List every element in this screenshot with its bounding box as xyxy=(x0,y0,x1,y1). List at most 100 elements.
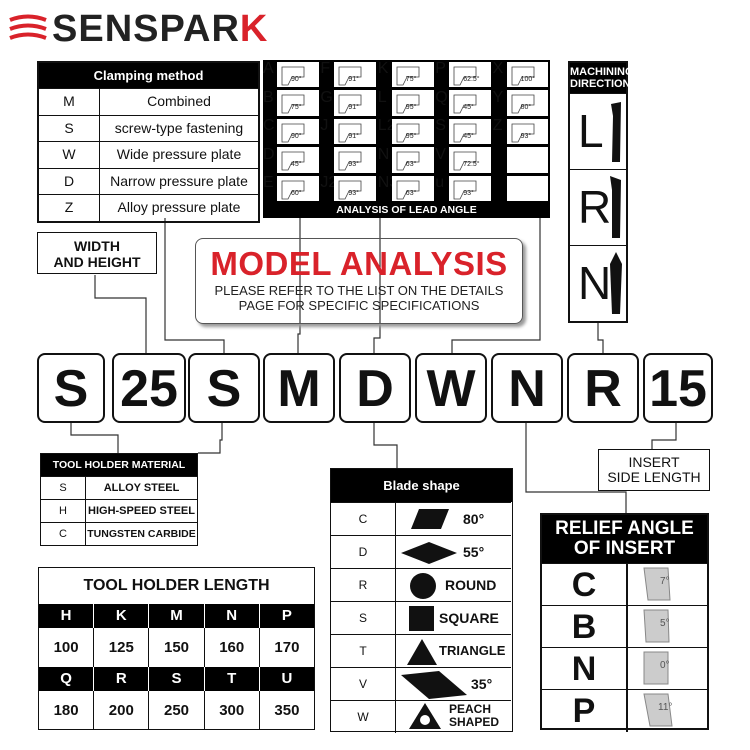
tool-outline-icon xyxy=(453,123,477,143)
lead-angle-value: 63° xyxy=(405,189,417,197)
code-box-material: S xyxy=(37,353,105,423)
tool-outline-icon xyxy=(396,66,420,85)
rhombus-35-icon xyxy=(401,671,467,699)
tool-outline-icon xyxy=(281,94,305,114)
lead-angle-diagram: 93° xyxy=(334,175,377,202)
relief-insert-icon xyxy=(643,567,671,601)
lead-angle-letter: P xyxy=(435,60,446,77)
lead-angle-value: 91° xyxy=(348,75,359,83)
lead-angle-value: 90° xyxy=(291,75,302,83)
circle-icon xyxy=(410,573,436,599)
lead-angle-value: 91° xyxy=(348,132,359,140)
lead-angle-value: 72.5° xyxy=(463,161,480,169)
lead-angle-diagram: 45° xyxy=(449,118,492,145)
brand-name: SENSPARK xyxy=(52,8,269,50)
model-analysis-box: MODEL ANALYSIS PLEASE REFER TO THE LIST … xyxy=(195,238,523,324)
brand-logo-icon xyxy=(9,14,47,40)
lead-angle-cell xyxy=(493,146,550,175)
tool-outline-icon xyxy=(338,66,362,85)
tool-outline-icon xyxy=(396,123,420,143)
lead-angle-value: 45° xyxy=(463,104,474,112)
table-row: R ROUND xyxy=(331,568,511,602)
lead-angle-diagram: 63° xyxy=(391,147,434,173)
tool-outline-icon xyxy=(511,66,534,85)
left-tool-icon xyxy=(611,102,621,162)
lead-angle-diagram: 95° xyxy=(391,90,434,116)
lead-angle-diagram: 93° xyxy=(506,118,549,145)
table-row: D 55° xyxy=(331,535,511,569)
lead-angle-diagram: 45° xyxy=(449,90,492,116)
lead-angle-value: 93° xyxy=(348,161,359,169)
blade-shape-table: Blade shape C 80° D 55° R ROUND S SQUARE… xyxy=(330,468,513,733)
code-box-lead: W xyxy=(415,353,487,423)
neutral-tool-icon xyxy=(610,252,622,314)
table-row: C 80° xyxy=(331,502,511,536)
tool-outline-icon xyxy=(453,151,477,171)
tool-outline-icon xyxy=(338,151,362,171)
lead-angle-diagram: 93° xyxy=(449,175,492,202)
lead-angle-cell: J 91° xyxy=(320,117,377,146)
relief-insert-icon xyxy=(643,651,669,685)
lead-angle-cell: X 100° xyxy=(493,60,550,89)
lead-angle-diagram xyxy=(506,175,549,202)
lead-angle-diagram: 75° xyxy=(277,90,319,116)
lead-angle-value: 90° xyxy=(291,132,302,140)
lead-angle-diagram: 62.5° xyxy=(449,61,492,88)
lead-angle-letter: L xyxy=(377,88,387,106)
rhombus-80-icon xyxy=(411,509,449,529)
code-box-side-length: 15 xyxy=(643,353,713,423)
lead-angle-letter: X xyxy=(492,60,504,77)
lead-angle-diagram: 60° xyxy=(277,175,319,202)
lead-angle-diagram: 93° xyxy=(334,147,377,173)
lead-angle-letter: J xyxy=(320,117,329,135)
relief-insert-icon xyxy=(643,693,673,727)
lead-angle-cell: F 91° xyxy=(320,60,377,89)
lead-angle-letter: K xyxy=(377,60,389,77)
lead-angle-value: 80° xyxy=(520,104,532,112)
tool-outline-icon xyxy=(281,66,305,85)
lead-angle-letter: A xyxy=(263,60,274,77)
code-box-blade-shape: D xyxy=(339,353,411,423)
lead-angle-letter: Z xyxy=(492,117,503,135)
blade-title: Blade shape xyxy=(331,469,512,502)
lead-angle-letter: J2 xyxy=(320,174,338,192)
table-row: N 0° xyxy=(542,647,707,690)
lead-angle-value: 100° xyxy=(520,75,536,83)
lead-angle-title: ANALYSIS OF LEAD ANGLE xyxy=(336,204,477,216)
tool-outline-icon xyxy=(338,123,362,143)
lead-angle-letter: B xyxy=(263,88,274,106)
lead-angle-value: 60° xyxy=(291,189,302,197)
trigon-icon xyxy=(409,703,441,729)
relief-insert-icon xyxy=(643,609,670,643)
lead-angle-letter: N xyxy=(377,145,390,163)
code-box-clamping: S xyxy=(188,353,260,423)
lead-angle-value: 91° xyxy=(348,104,359,112)
tool-outline-icon xyxy=(338,180,362,200)
tool-outline-icon xyxy=(396,151,420,171)
lead-angle-diagram: 75° xyxy=(391,61,434,88)
lead-angle-letter: F xyxy=(320,60,331,77)
tool-outline-icon xyxy=(281,180,305,200)
lead-angle-diagram: 45° xyxy=(277,147,319,173)
lead-angle-letter: D xyxy=(263,145,275,163)
table-row: T TRIANGLE xyxy=(331,634,511,668)
lead-angle-diagram: 72.5° xyxy=(449,147,492,173)
